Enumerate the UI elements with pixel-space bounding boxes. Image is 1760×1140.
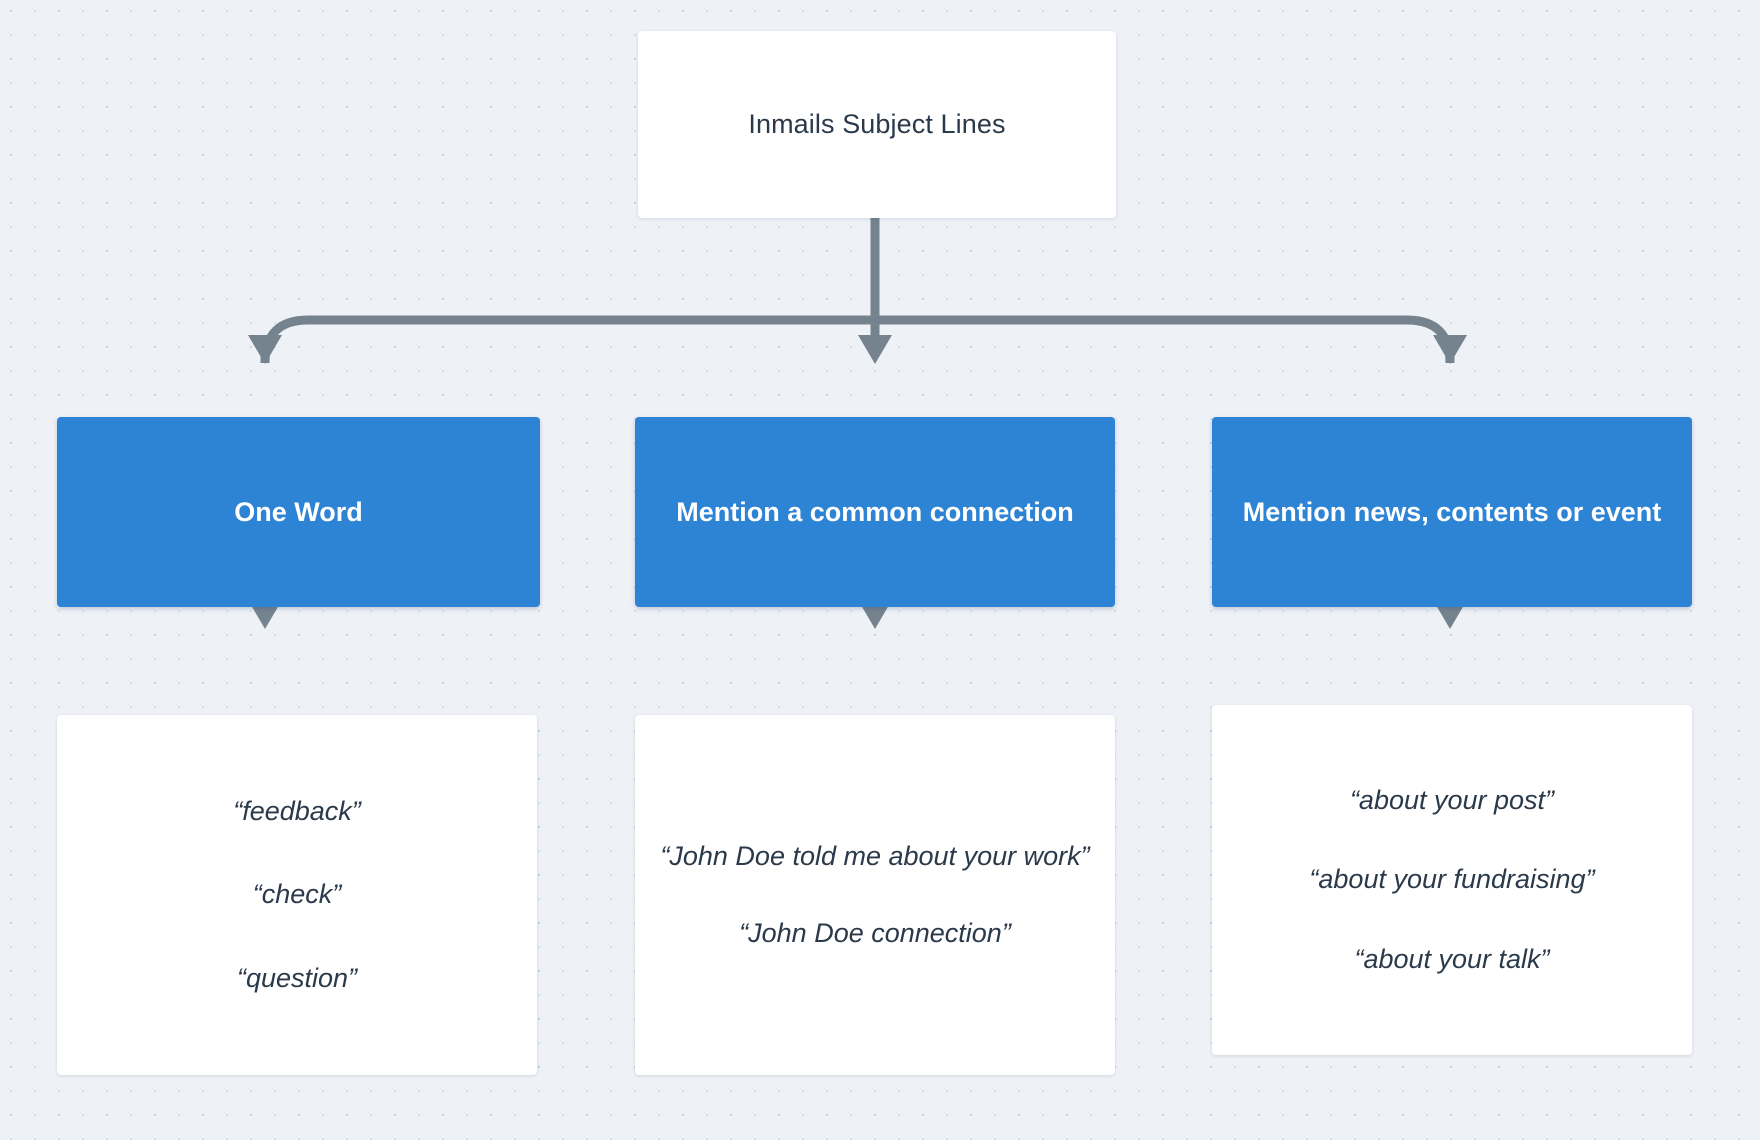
example-list-3: “about your post” “about your fundraisin… xyxy=(1212,761,1692,998)
example-item: “feedback” xyxy=(233,796,361,827)
node-examples-common-connection[interactable]: “John Doe told me about your work” “John… xyxy=(635,715,1115,1075)
example-list-2: “John Doe told me about your work” “John… xyxy=(635,818,1115,972)
node-root[interactable]: Inmails Subject Lines xyxy=(638,31,1116,218)
example-item: “about your post” xyxy=(1349,785,1555,816)
node-examples-one-word[interactable]: “feedback” “check” “question” xyxy=(57,715,537,1075)
edge-bar-right xyxy=(875,315,1455,364)
node-category-3-label: Mention news, contents or event xyxy=(1242,496,1662,527)
example-item: “question” xyxy=(236,962,358,993)
node-category-common-connection[interactable]: Mention a common connection xyxy=(635,417,1115,607)
example-list-1: “feedback” “check” “question” xyxy=(57,770,537,1019)
node-category-1-label: One Word xyxy=(234,496,363,527)
example-item: “about your fundraising” xyxy=(1309,864,1595,895)
node-category-news-contents-event[interactable]: Mention news, contents or event xyxy=(1212,417,1692,607)
example-item: “about your talk” xyxy=(1354,943,1550,974)
example-item: “check” xyxy=(252,879,342,910)
arrowhead-to-category-1 xyxy=(248,335,282,364)
example-item: “John Doe connection” xyxy=(739,918,1011,948)
node-root-label: Inmails Subject Lines xyxy=(748,109,1006,139)
node-category-2-label: Mention a common connection xyxy=(676,496,1074,527)
node-category-one-word[interactable]: One Word xyxy=(57,417,540,607)
example-item: “John Doe told me about your work” xyxy=(660,840,1090,871)
node-examples-news-contents-event[interactable]: “about your post” “about your fundraisin… xyxy=(1212,705,1692,1055)
arrowhead-to-category-2 xyxy=(858,335,892,364)
arrowhead-to-category-3 xyxy=(1433,335,1467,364)
edge-bar-left xyxy=(260,315,875,364)
